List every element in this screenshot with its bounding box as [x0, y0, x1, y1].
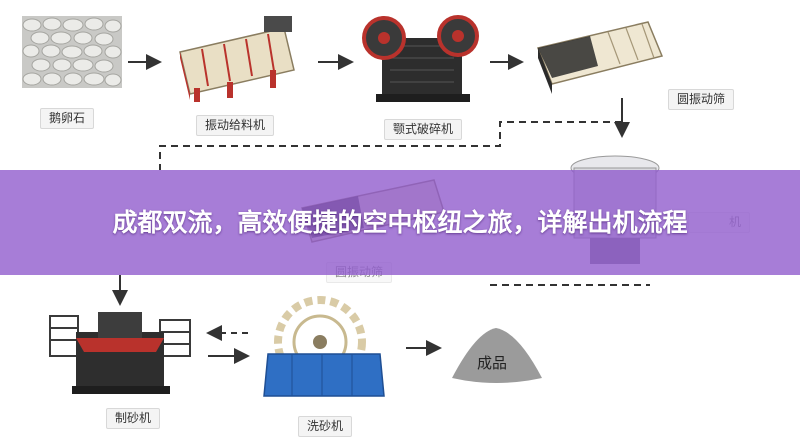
label-sand-washing-machine: 洗砂机: [298, 416, 353, 437]
sand-washing-machine-image: [263, 296, 385, 397]
label-jaw-crusher: 颚式破碎机: [384, 119, 463, 140]
label-sand-making-machine: 制砂机: [106, 408, 161, 429]
title-banner: 成都双流，高效便捷的空中枢纽之旅，详解出机流程: [0, 170, 800, 275]
dashed-return-top: [159, 121, 622, 170]
pebbles-image: [22, 16, 122, 88]
vibrating-screen-image: [536, 21, 664, 94]
label-pebbles: 鹅卵石: [40, 108, 95, 129]
product-label: 成品: [476, 354, 507, 372]
sand-making-machine-image: [49, 312, 191, 394]
page-title: 成都双流，高效便捷的空中枢纽之旅，详解出机流程: [112, 207, 688, 237]
product-pile-image: [452, 328, 542, 383]
vibrating-feeder-image: [179, 16, 295, 102]
jaw-crusher-image: [362, 15, 479, 102]
label-vibrating-screen-top: 圆振动筛: [668, 89, 735, 110]
label-vibrating-feeder: 振动给料机: [196, 115, 275, 136]
